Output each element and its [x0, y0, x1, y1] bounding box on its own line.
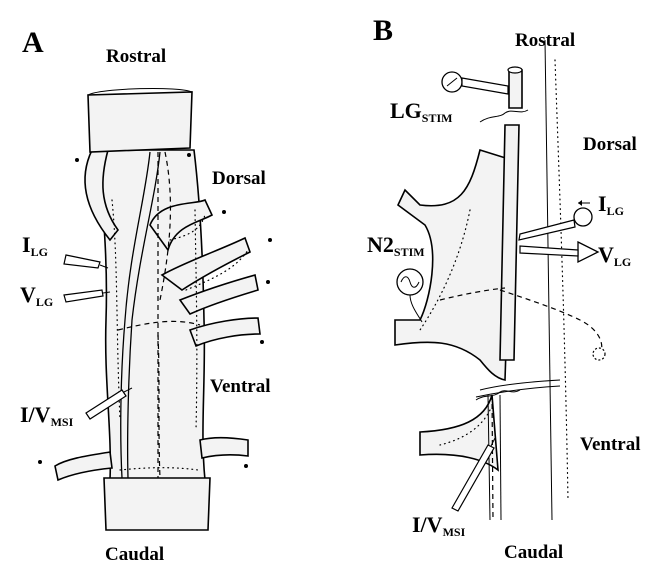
electrode-icon [64, 255, 108, 268]
current-source-icon [397, 269, 423, 322]
electrode-icon [64, 290, 110, 302]
pin-icon [260, 340, 264, 344]
pin-icon [222, 210, 226, 214]
panel-b-i-lg-label: ILG [598, 191, 624, 218]
panel-a-v-lg-label: VLG [20, 282, 53, 309]
terminal-icon [593, 348, 605, 360]
current-source-icon [519, 200, 592, 240]
panel-a-ventral-label: Ventral [210, 376, 271, 397]
pin-icon [244, 464, 248, 468]
panel-b-ventral-label: Ventral [580, 434, 641, 455]
panel-b-lg-stim-label: LGSTIM [390, 98, 452, 125]
panel-a-caudal-label: Caudal [105, 544, 164, 565]
panel-a: A Rostral Dorsal Ventral Caudal [20, 26, 272, 565]
panel-a-rostral-label: Rostral [106, 46, 166, 67]
panel-b-letter: B [373, 14, 393, 47]
pin-icon [75, 158, 79, 162]
pin-icon [38, 460, 42, 464]
panel-a-dorsal-label: Dorsal [212, 168, 266, 189]
panel-b-n2-stim-label: N2STIM [367, 232, 425, 259]
panel-b-ganglion [395, 150, 512, 470]
stimulator-icon [442, 72, 508, 94]
panel-b-caudal-label: Caudal [504, 542, 563, 563]
panel-a-letter: A [22, 26, 44, 59]
pin-icon [187, 153, 191, 157]
panel-a-i-lg-label: ILG [22, 232, 48, 259]
panel-a-iv-msi-label: I/VMSI [20, 402, 74, 429]
panel-b-iv-msi-label: I/VMSI [412, 512, 466, 539]
pin-icon [266, 280, 270, 284]
panel-b-v-lg-label: VLG [598, 242, 631, 269]
amplifier-icon [520, 242, 598, 262]
pin-icon [268, 238, 272, 242]
panel-b: B Rostral Dorsal Ventral Caudal [367, 14, 641, 563]
panel-b-dorsal-label: Dorsal [583, 134, 637, 155]
panel-a-nerve-cord [38, 88, 272, 530]
